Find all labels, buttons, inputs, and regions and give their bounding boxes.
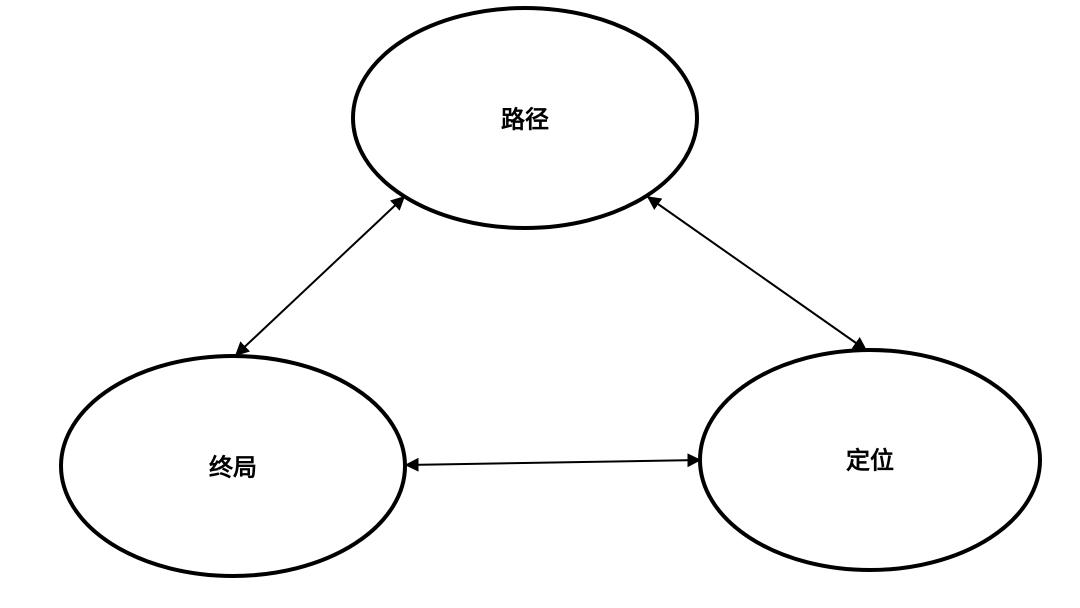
node-positioning-ellipse [698, 348, 1042, 572]
node-path: 路径 [351, 6, 699, 230]
node-path-label: 路径 [501, 105, 549, 134]
edge-path-positioning [646, 196, 868, 351]
node-ending-label: 终局 [209, 453, 257, 482]
edge-ending-positioning [404, 453, 702, 472]
node-positioning: 定位 [698, 348, 1042, 572]
node-ending-ellipse [59, 354, 407, 578]
node-path-ellipse [351, 6, 699, 230]
edge-path-ending [234, 196, 406, 356]
node-positioning-label: 定位 [846, 446, 894, 475]
node-ending: 终局 [59, 354, 407, 578]
